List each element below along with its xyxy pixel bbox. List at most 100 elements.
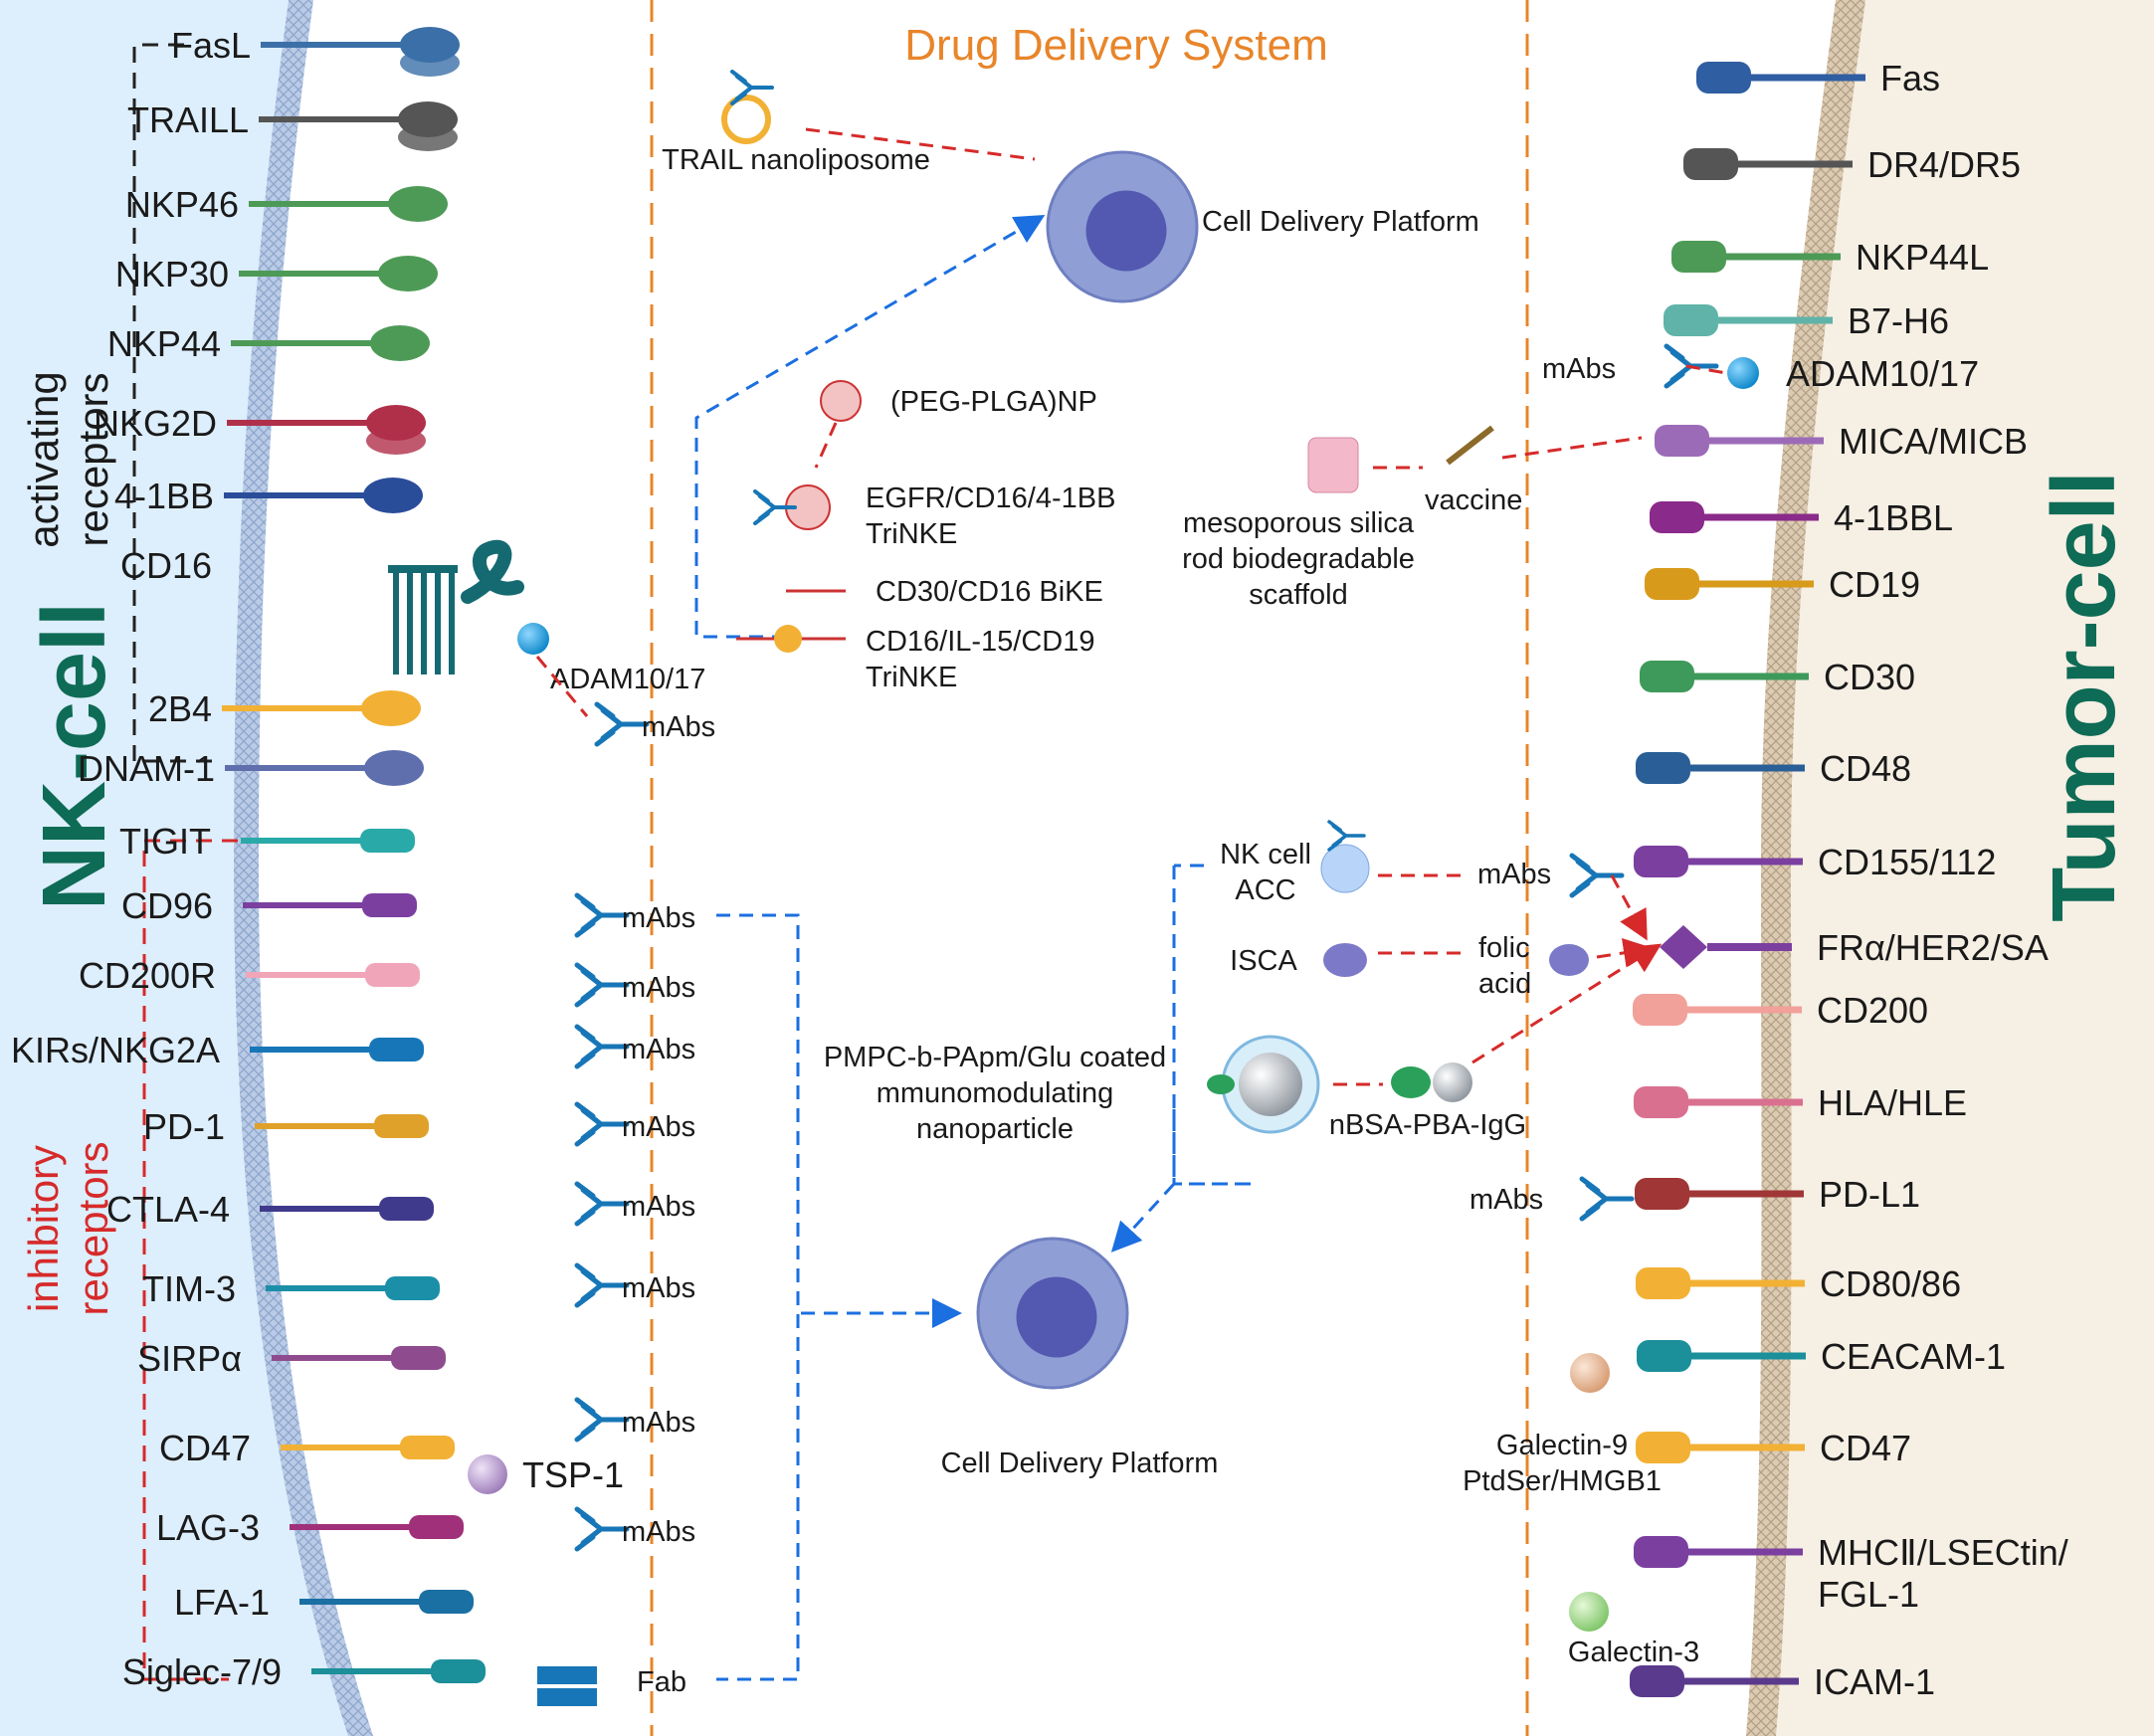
trail-link	[805, 127, 1036, 161]
nk-label-2b4: 2B4	[148, 688, 212, 729]
nk-label-ctla-4: CTLA-4	[106, 1189, 230, 1230]
nk-cell-acc-icon	[1320, 844, 1370, 893]
galectin9-sphere	[1570, 1353, 1610, 1393]
adam-tumor-link	[1685, 364, 1727, 375]
peg-plga-np-icon	[820, 380, 862, 422]
inh-mabs-label-0: mAbs	[622, 902, 695, 934]
tumor-label-adam10-17: ADAM10/17	[1786, 353, 1979, 394]
tumor-label-dr4-dr5: DR4/DR5	[1867, 144, 2021, 185]
ligand-fas	[1696, 62, 1865, 94]
tumor-label-cd19: CD19	[1829, 564, 1920, 605]
nk-label-sirp-: SIRPα	[137, 1338, 242, 1379]
ligand-pd-l1	[1635, 1178, 1804, 1210]
ligand-hla-hle	[1634, 1086, 1803, 1118]
tumor-label-nkp44l: NKP44L	[1856, 237, 1989, 278]
receptor-2b4	[222, 690, 421, 726]
tumor-cell-membrane	[1746, 0, 1865, 1736]
scaffold-icon	[1307, 437, 1359, 493]
activating-bracket	[132, 43, 219, 763]
ligand-nkp44l	[1671, 241, 1841, 273]
center-mabs-label: mAbs	[1477, 859, 1551, 890]
ligand-cd155-112	[1634, 846, 1803, 877]
receptor-nkp44	[231, 325, 430, 361]
nk-label-fasl: FasL	[171, 25, 251, 66]
ligand-mica-micb	[1655, 425, 1824, 457]
trail-liposome-icon	[721, 95, 771, 144]
receptor-cd16	[388, 539, 524, 675]
pdl1-mabs-label: mAbs	[1469, 1184, 1543, 1216]
adam-nk-sphere	[517, 623, 549, 655]
inh-mabs-label-5: mAbs	[622, 1272, 695, 1304]
inh-mabs-label-4: mAbs	[622, 1191, 695, 1223]
ligand-b7-h6	[1664, 304, 1833, 336]
tsp1-sphere	[468, 1454, 507, 1494]
inh-mabs-antibody-6	[574, 1397, 630, 1443]
ligand-fr-her2-sa	[1660, 925, 1792, 969]
ligand-cd30	[1640, 661, 1809, 692]
nk-label-4-1bb: 4-1BB	[114, 476, 214, 516]
receptor-sirp-	[272, 1346, 446, 1370]
receptor-cd200r	[246, 963, 420, 987]
tumor-label-cd200: CD200	[1817, 990, 1928, 1031]
nk-label-tigit: TIGIT	[119, 821, 211, 862]
pdl1-antibody	[1579, 1176, 1635, 1222]
inh-mabs-antibody-2	[574, 1024, 630, 1069]
route-to-top-cell	[694, 214, 1046, 639]
peg-plga-label: (PEG-PLGA)NP	[890, 386, 1097, 418]
inhibitory-bracket	[142, 839, 264, 1681]
ligand-cd80-86	[1636, 1267, 1805, 1299]
nk-label-nkp44: NKP44	[107, 323, 221, 364]
receptor-fasl	[261, 27, 460, 77]
peg-link	[814, 422, 838, 469]
nk-label-siglec-7-9: Siglec-7/9	[122, 1651, 282, 1692]
galectin3-label: Galectin-3	[1568, 1637, 1699, 1668]
adam-tumor-mabs-label: mAbs	[1542, 353, 1616, 385]
isca-icon	[1323, 943, 1367, 977]
receptor-pd-1	[255, 1114, 429, 1138]
folic-to-fra	[1596, 937, 1654, 968]
receptor-cd47	[281, 1436, 455, 1459]
nbsa-to-fra	[1471, 943, 1663, 1064]
tumor-label-cd48: CD48	[1820, 748, 1911, 789]
ligand-ceacam-1	[1637, 1340, 1806, 1372]
inh-mabs-label-6: mAbs	[622, 1407, 695, 1439]
ligand-icam-1	[1630, 1665, 1799, 1697]
receptor-4-1bb	[224, 478, 423, 513]
receptor-nkp46	[249, 186, 448, 222]
cell-platform-top	[1046, 150, 1199, 303]
cell-platform-top-label: Cell Delivery Platform	[1202, 206, 1479, 238]
tumor-label-b7-h6: B7-H6	[1848, 300, 1949, 341]
isca-label: ISCA	[1230, 945, 1297, 977]
ligand-cd47	[1636, 1432, 1805, 1463]
nk-label-dnam-1: DNAM-1	[78, 748, 215, 789]
adam-nk-link	[535, 656, 589, 717]
receptor-ctla-4	[260, 1197, 434, 1221]
ligand-cd200	[1633, 994, 1802, 1026]
inh-mabs-label-2: mAbs	[622, 1034, 695, 1065]
nbsa-icon	[1391, 1066, 1431, 1098]
receptor-siglec-7-9	[311, 1659, 486, 1683]
adam-nk-label: ADAM10/17	[550, 664, 705, 695]
receptor-lag-3	[290, 1515, 464, 1539]
tumor-label-fas: Fas	[1880, 58, 1940, 98]
cell-platform-bottom-label: Cell Delivery Platform	[941, 1447, 1219, 1479]
tumor-label-pd-l1: PD-L1	[1819, 1174, 1920, 1215]
adam-tumor-antibody	[1664, 343, 1719, 389]
tumor-label-icam-1: ICAM-1	[1814, 1661, 1935, 1702]
tumor-label-mhc-lsectin-fgl-1: MHCⅡ/LSECtin/FGL-1	[1818, 1532, 2068, 1615]
receptor-dnam-1	[225, 750, 424, 786]
galectin3-sphere	[1569, 1592, 1609, 1632]
mabs-to-fra	[1610, 874, 1648, 941]
ligand-dr4-dr5	[1683, 148, 1853, 180]
il15-sphere	[774, 625, 802, 653]
tumor-label-cd47: CD47	[1820, 1428, 1911, 1468]
nk-cell-membrane	[234, 0, 373, 1736]
nk-label-cd200r: CD200R	[79, 955, 216, 996]
fab-label: Fab	[637, 1666, 686, 1698]
drug-delivery-title: Drug Delivery System	[904, 21, 1327, 70]
